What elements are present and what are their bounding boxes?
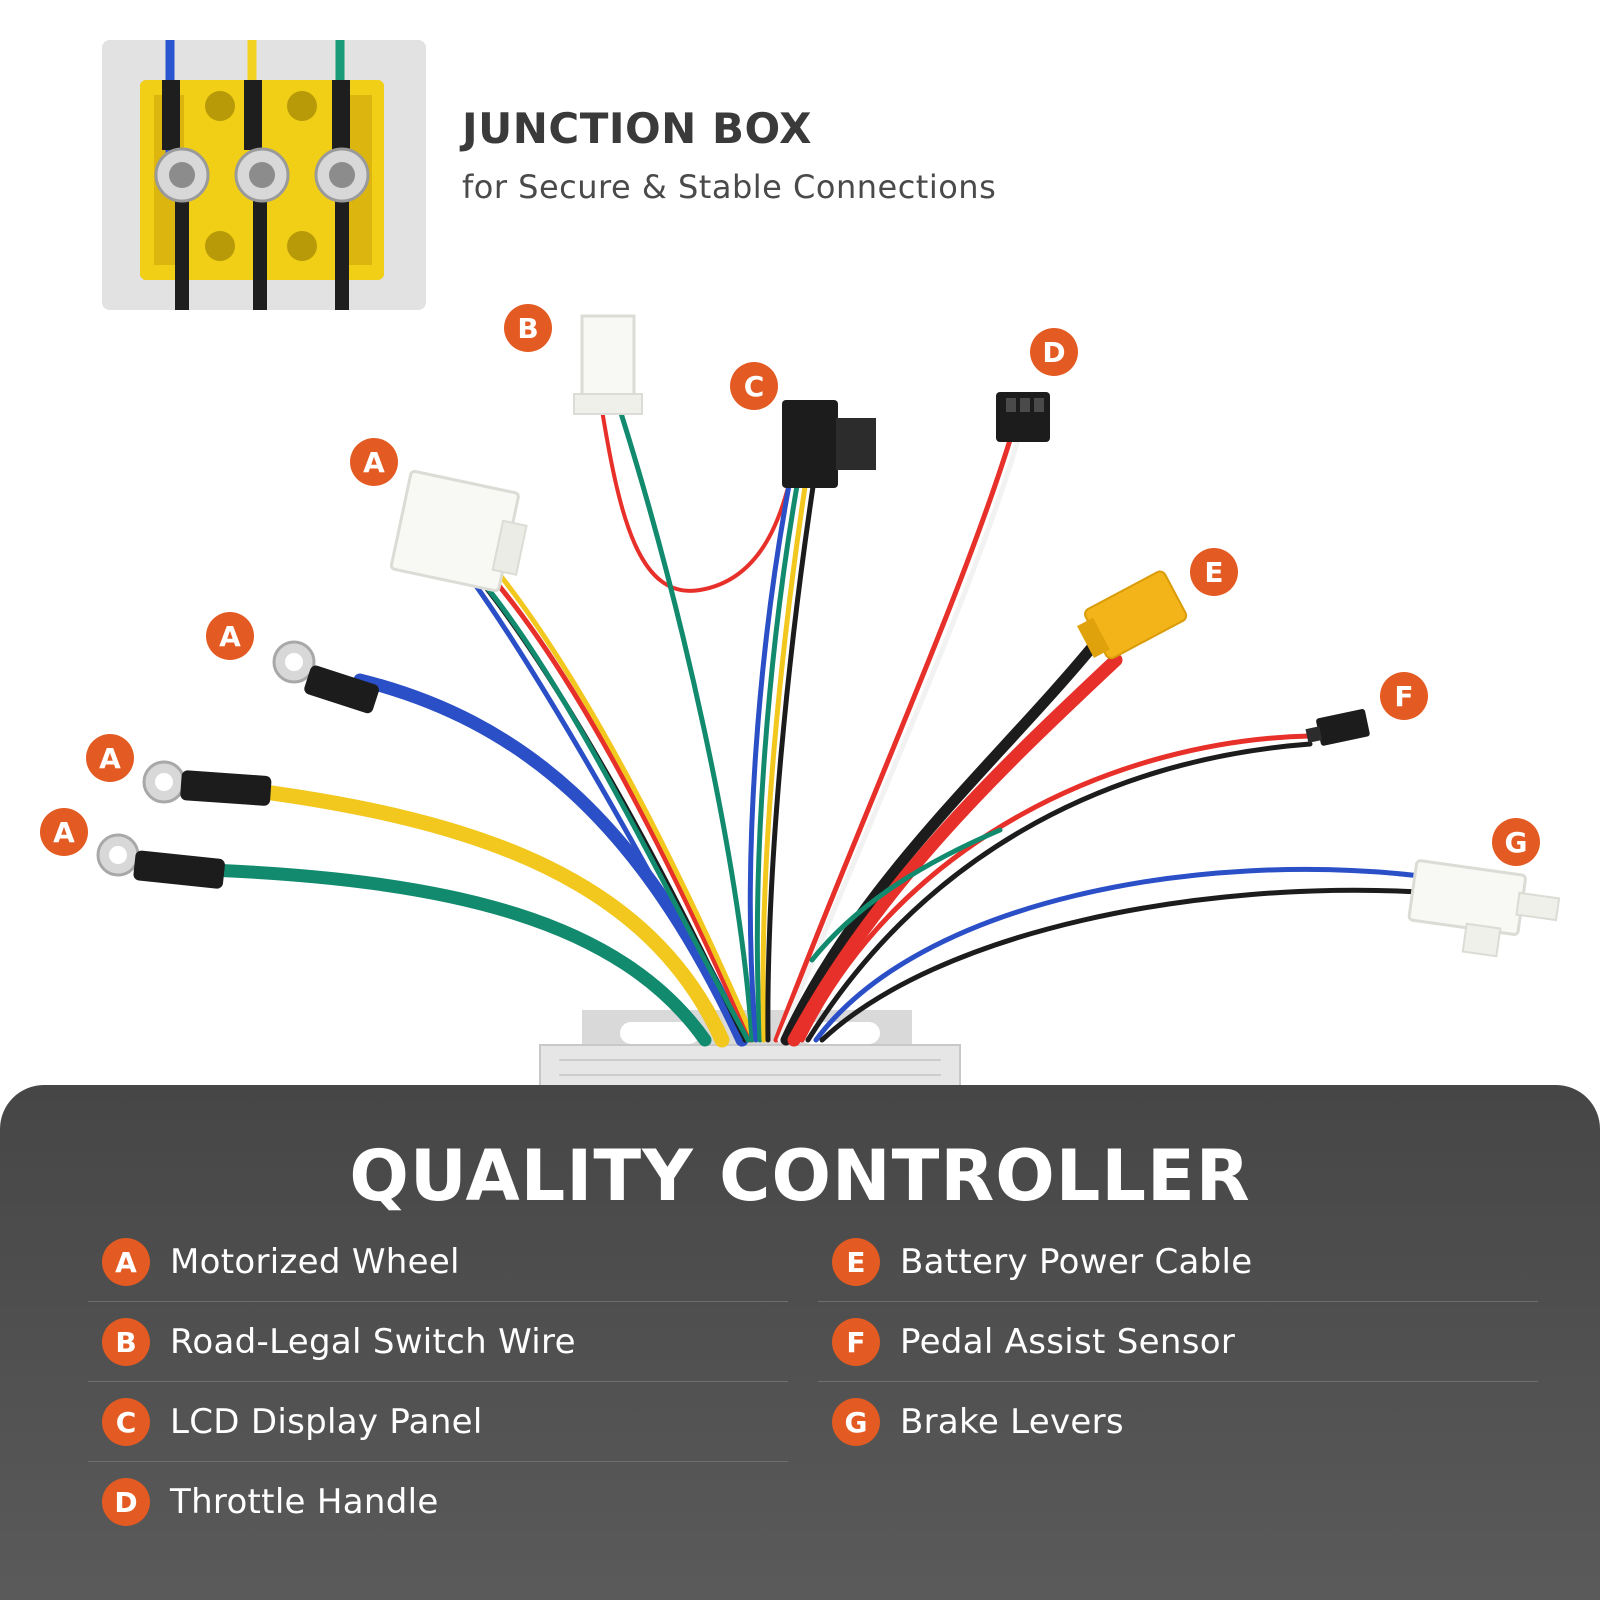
battery-wire-red <box>787 653 1123 1047</box>
sensor-connector <box>1305 709 1370 746</box>
junction-box-subtitle: for Secure & Stable Connections <box>462 168 997 206</box>
legend-panel: QUALITY CONTROLLER A Motorized Wheel B R… <box>0 1085 1600 1600</box>
marker-b: B <box>504 304 552 352</box>
legend-badge: B <box>102 1318 150 1366</box>
ring-terminal-yellow <box>142 760 272 806</box>
marker-a-hall: A <box>350 438 398 486</box>
legend-item: D Throttle Handle <box>88 1463 788 1541</box>
ring-terminal-blue <box>272 640 379 714</box>
display-connector <box>782 400 876 488</box>
hall-connector <box>389 469 528 593</box>
legend-badge: C <box>102 1398 150 1446</box>
switch-connector <box>573 314 643 415</box>
marker-a-blue: A <box>206 612 254 660</box>
legend-badge: A <box>102 1238 150 1286</box>
marker-c: C <box>730 362 778 410</box>
ring-terminal-green <box>96 833 225 889</box>
legend-badge: D <box>102 1478 150 1526</box>
phase-wire-blue <box>353 673 749 1047</box>
legend-item: F Pedal Assist Sensor <box>818 1303 1538 1382</box>
legend-item: C LCD Display Panel <box>88 1383 788 1462</box>
legend-badge: G <box>832 1398 880 1446</box>
marker-g: G <box>1492 818 1540 866</box>
controller-harness-illustration <box>96 314 1561 1090</box>
junction-box-image <box>102 40 426 310</box>
legend-item: G Brake Levers <box>818 1383 1538 1461</box>
legend-item: B Road-Legal Switch Wire <box>88 1303 788 1382</box>
legend-label: Battery Power Cable <box>900 1242 1253 1282</box>
junction-box-title: JUNCTION BOX <box>462 104 813 153</box>
marker-e: E <box>1190 548 1238 596</box>
legend-label: Throttle Handle <box>170 1482 439 1522</box>
battery-wire-black <box>780 634 1104 1046</box>
legend-label: Motorized Wheel <box>170 1242 460 1282</box>
marker-a-green: A <box>40 808 88 856</box>
controller-housing <box>539 1010 961 1090</box>
panel-title: QUALITY CONTROLLER <box>349 1135 1251 1217</box>
marker-a-yellow: A <box>86 734 134 782</box>
marker-d: D <box>1030 328 1078 376</box>
legend-label: LCD Display Panel <box>170 1402 483 1442</box>
phase-wire-yellow <box>242 782 730 1048</box>
legend-label: Brake Levers <box>900 1402 1124 1442</box>
legend-badge: F <box>832 1318 880 1366</box>
throttle-connector <box>996 392 1050 442</box>
marker-f: F <box>1380 672 1428 720</box>
battery-connector <box>1077 570 1188 660</box>
legend-item: E Battery Power Cable <box>818 1223 1538 1302</box>
junction-box-illustration <box>102 40 426 310</box>
brake-connector <box>1407 859 1561 958</box>
legend-item: A Motorized Wheel <box>88 1223 788 1302</box>
phase-wire-green <box>203 863 712 1047</box>
legend-label: Road-Legal Switch Wire <box>170 1322 576 1362</box>
legend-label: Pedal Assist Sensor <box>900 1322 1236 1362</box>
legend-badge: E <box>832 1238 880 1286</box>
